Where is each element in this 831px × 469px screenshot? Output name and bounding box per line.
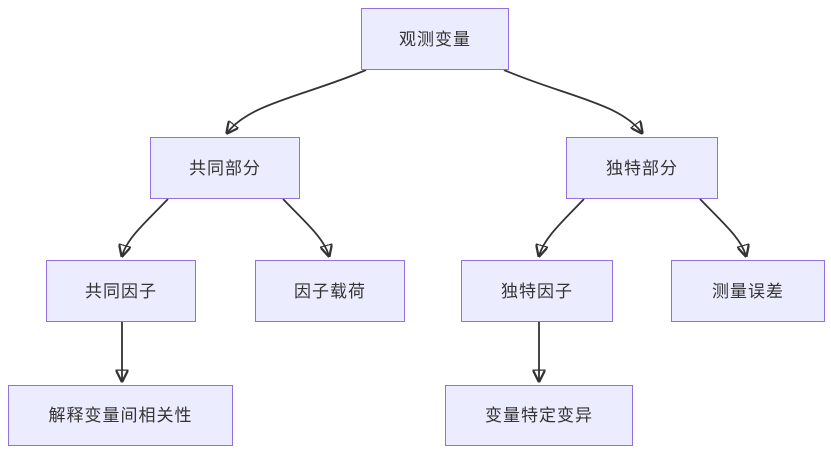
edge-unique-part-to-measurement-error bbox=[699, 198, 746, 256]
node-measurement-error: 测量误差 bbox=[671, 260, 825, 322]
edge-observed-to-unique-part bbox=[503, 69, 642, 133]
node-unique-part: 独特部分 bbox=[566, 137, 718, 199]
edge-observed-to-common-part bbox=[227, 69, 367, 133]
edge-common-part-to-factor-loading bbox=[282, 198, 329, 256]
edge-unique-part-to-unique-factor bbox=[539, 198, 585, 256]
node-factor-loading: 因子载荷 bbox=[255, 260, 405, 322]
node-common-part: 共同部分 bbox=[150, 137, 300, 199]
node-observed-variable: 观测变量 bbox=[361, 8, 509, 70]
node-unique-factor: 独特因子 bbox=[461, 260, 613, 322]
node-common-factor: 共同因子 bbox=[46, 260, 196, 322]
node-explains-correlation: 解释变量间相关性 bbox=[8, 385, 233, 446]
edge-common-part-to-common-factor bbox=[122, 198, 169, 256]
node-variable-specific-variance: 变量特定变异 bbox=[445, 385, 633, 446]
